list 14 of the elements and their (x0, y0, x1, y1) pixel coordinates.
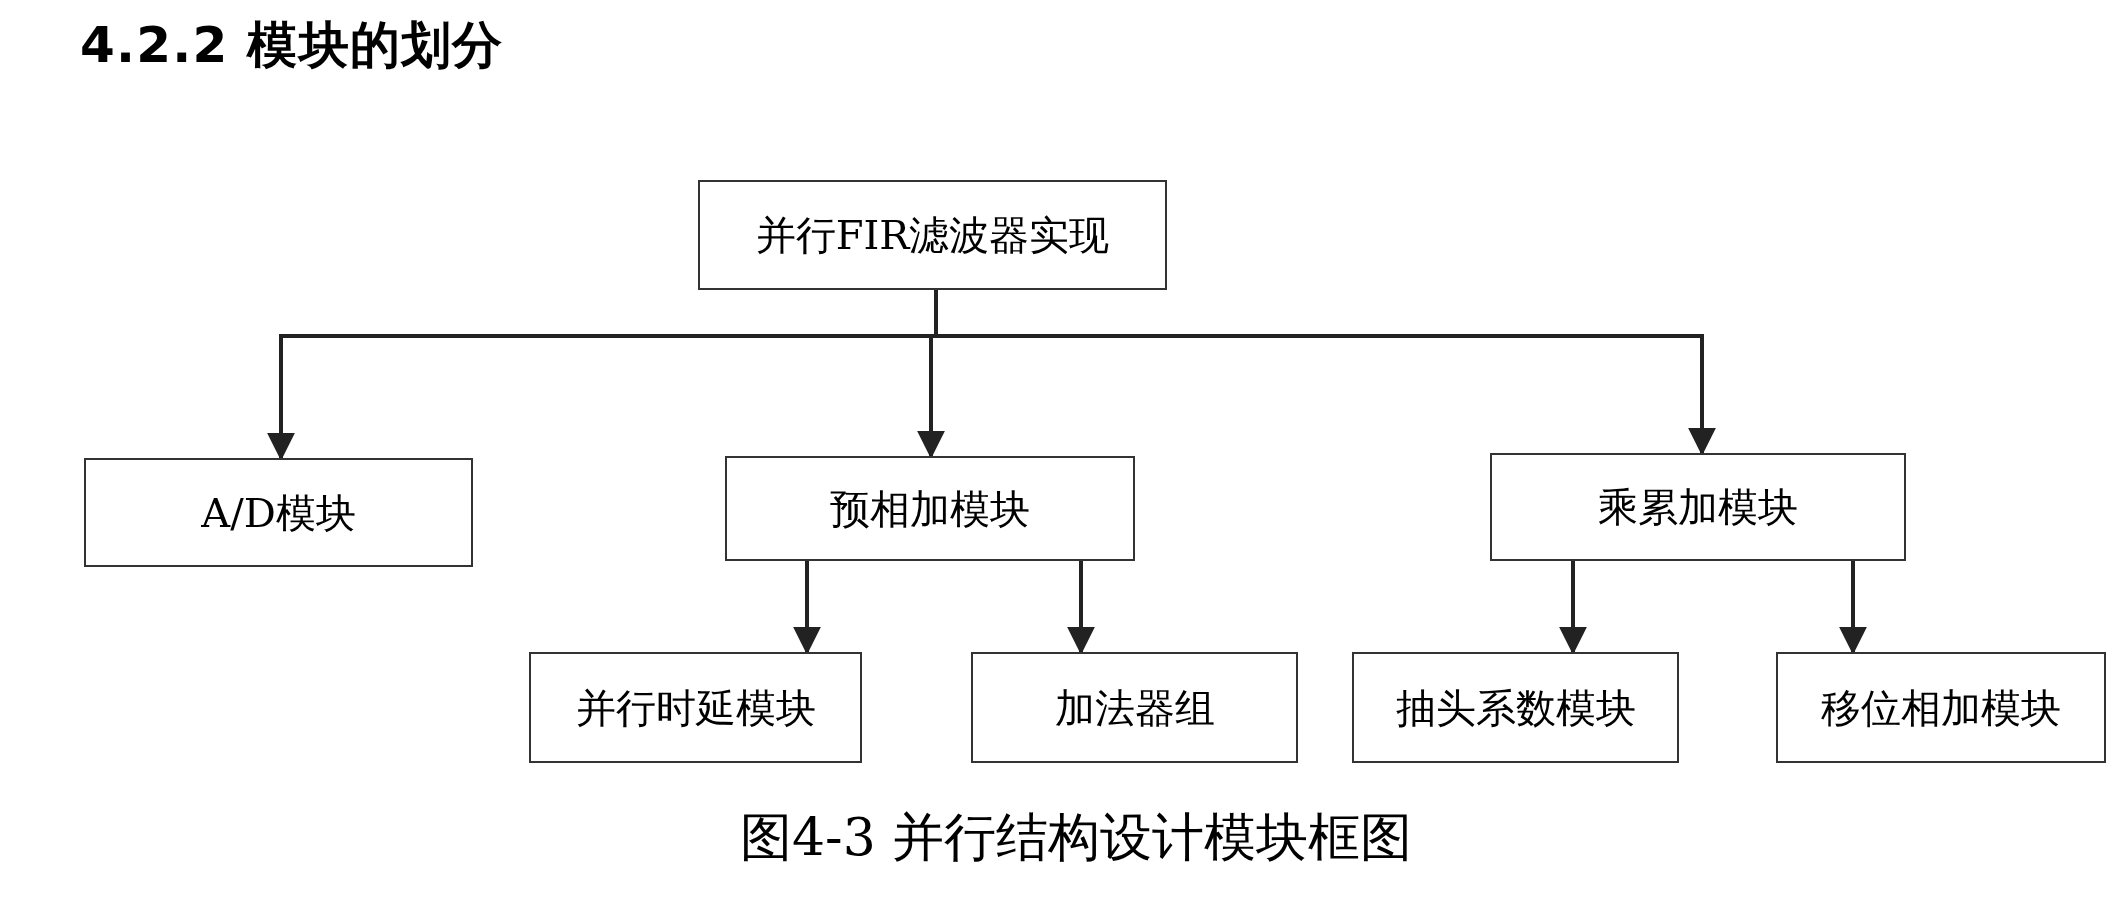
arrow (1559, 561, 1587, 655)
module-box: 并行FIR滤波器实现 (698, 180, 1167, 290)
arrow (793, 561, 821, 655)
figure-caption: 图4-3 并行结构设计模块框图 (740, 806, 1413, 869)
module-box: A/D模块 (84, 458, 473, 567)
arrow (1839, 561, 1867, 655)
module-box: 并行时延模块 (529, 652, 862, 763)
arrow (1067, 561, 1095, 655)
module-box: 乘累加模块 (1490, 453, 1906, 561)
section-heading: 4.2.2 模块的划分 (80, 15, 504, 76)
module-box: 移位相加模块 (1776, 652, 2106, 763)
module-box: 抽头系数模块 (1352, 652, 1679, 763)
module-box: 加法器组 (971, 652, 1298, 763)
module-box: 预相加模块 (725, 456, 1135, 561)
